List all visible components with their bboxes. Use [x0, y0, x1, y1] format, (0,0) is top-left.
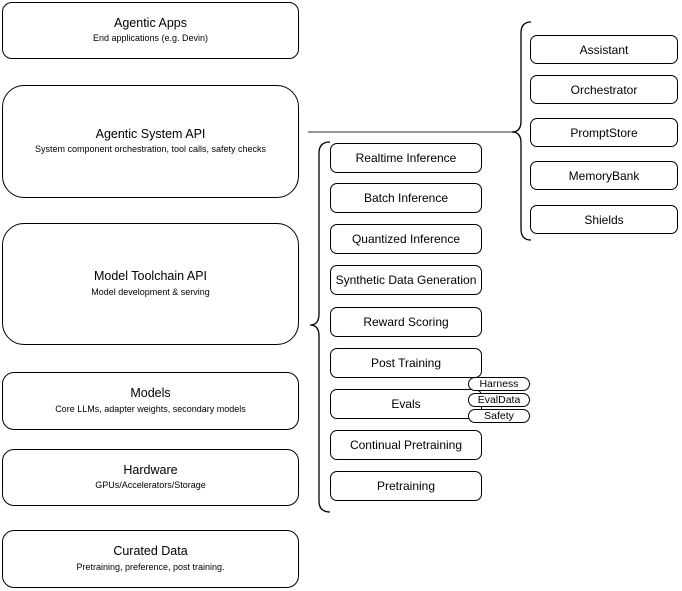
node-hardware: Hardware GPUs/Accelerators/Storage — [2, 449, 299, 506]
node-realtime-inference: Realtime Inference — [330, 143, 482, 173]
node-quantized-inference: Quantized Inference — [330, 224, 482, 254]
node-label: Quantized Inference — [351, 232, 461, 246]
node-subtitle: Core LLMs, adapter weights, secondary mo… — [55, 403, 246, 414]
components-group-brace-icon — [511, 21, 532, 241]
node-title: Curated Data — [113, 544, 188, 559]
node-orchestrator: Orchestrator — [530, 75, 678, 104]
node-label: Realtime Inference — [355, 151, 457, 165]
node-agentic-apps: Agentic Apps End applications (e.g. Devi… — [2, 2, 299, 59]
node-reward-scoring: Reward Scoring — [330, 307, 482, 337]
node-title: Agentic System API — [95, 126, 206, 141]
node-subtitle: System component orchestration, tool cal… — [34, 144, 267, 155]
node-title: Hardware — [123, 462, 178, 477]
node-label: Shields — [584, 212, 624, 227]
node-label: MemoryBank — [568, 168, 640, 183]
node-assistant: Assistant — [530, 35, 678, 64]
node-batch-inference: Batch Inference — [330, 183, 482, 213]
tag-label: EvalData — [477, 393, 521, 406]
tag-label: Safety — [484, 409, 514, 422]
node-memorybank: MemoryBank — [530, 161, 678, 190]
node-title: Model Toolchain API — [93, 269, 208, 284]
node-label: Pretraining — [376, 479, 436, 493]
tag-harness: Harness — [468, 377, 530, 391]
node-subtitle: Pretraining, preference, post training. — [76, 561, 225, 572]
node-models: Models Core LLMs, adapter weights, secon… — [2, 372, 299, 430]
node-agentic-system-api: Agentic System API System component orch… — [2, 85, 299, 198]
node-subtitle: End applications (e.g. Devin) — [92, 33, 209, 44]
node-title: Models — [130, 386, 171, 401]
node-label: PromptStore — [570, 125, 638, 140]
node-label: Synthetic Data Generation — [335, 273, 477, 287]
node-label: Post Training — [370, 356, 442, 370]
node-post-training: Post Training — [330, 348, 482, 378]
node-promptstore: PromptStore — [530, 118, 678, 147]
tag-evaldata: EvalData — [468, 393, 530, 407]
node-label: Continual Pretraining — [349, 438, 463, 452]
node-model-toolchain-api: Model Toolchain API Model development & … — [2, 223, 299, 345]
node-pretraining: Pretraining — [330, 471, 482, 501]
node-curated-data: Curated Data Pretraining, preference, po… — [2, 530, 299, 588]
node-subtitle: Model development & serving — [91, 286, 210, 297]
node-subtitle: GPUs/Accelerators/Storage — [95, 480, 206, 491]
node-shields: Shields — [530, 205, 678, 234]
node-continual-pretraining: Continual Pretraining — [330, 430, 482, 460]
tag-safety: Safety — [468, 409, 530, 423]
node-evals: Evals — [330, 389, 482, 419]
toolchain-group-brace-icon — [309, 141, 331, 513]
node-title: Agentic Apps — [114, 15, 187, 30]
node-label: Evals — [391, 397, 421, 411]
node-label: Batch Inference — [363, 191, 449, 205]
tag-label: Harness — [479, 377, 519, 390]
node-label: Assistant — [579, 42, 629, 57]
node-label: Orchestrator — [570, 82, 638, 97]
node-label: Reward Scoring — [363, 315, 449, 329]
node-synthetic-data-generation: Synthetic Data Generation — [330, 265, 482, 295]
